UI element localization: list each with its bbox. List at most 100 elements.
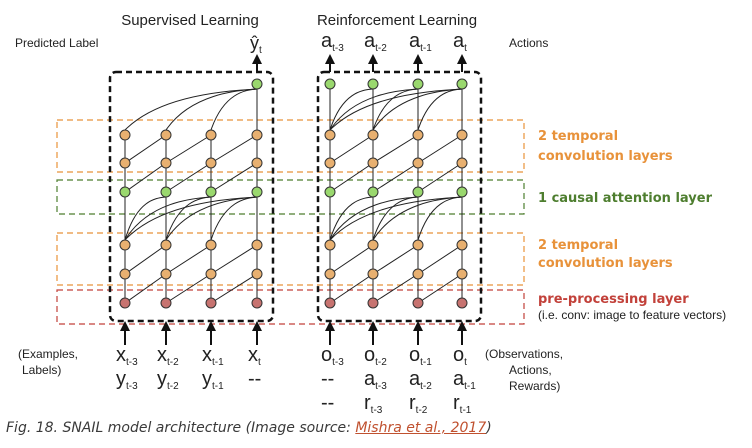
- network-edges: [124, 84, 463, 304]
- rl-conv-node: [367, 268, 379, 280]
- rl-conv-node: [456, 239, 468, 251]
- supervised-input-symbol: yt-1: [202, 368, 224, 392]
- snail-diagram: Supervised Learning Reinforcement Learni…: [15, 12, 726, 416]
- rl-output-symbol-subscript: t-1: [420, 43, 432, 54]
- supervised-input-symbol: xt-2: [157, 344, 179, 368]
- rl-input-symbol-subscript: t-1: [464, 381, 476, 392]
- supervised-output-edge: [165, 88, 258, 131]
- supervised-conv-edge: [165, 273, 212, 304]
- figure-caption: Fig. 18. SNAIL model architecture (Image…: [6, 420, 746, 436]
- rl-output-edge: [329, 88, 374, 131]
- supervised-input-symbol-base: y: [157, 368, 167, 390]
- rl-input-symbol: at-1: [453, 368, 476, 392]
- supervised-input-symbol-subscript: t-2: [167, 357, 179, 368]
- rl-input-symbol-subscript: t-2: [375, 357, 387, 368]
- rl-input-symbol-base: o: [409, 344, 420, 366]
- supervised-conv-node: [119, 157, 131, 169]
- supervised-attention-node: [205, 186, 217, 198]
- rl-conv-edge: [372, 134, 419, 164]
- rl-conv-node: [456, 157, 468, 169]
- band-label-attention: 1 causal attention layer: [538, 191, 713, 206]
- rl-conv-node: [367, 129, 379, 141]
- supervised-attention-edge: [165, 196, 212, 241]
- observations-label-line2: Actions,: [509, 363, 552, 377]
- supervised-conv-node: [160, 129, 172, 141]
- band-label-preprocessing: pre-processing layer: [538, 292, 689, 307]
- rl-output-symbol: at-2: [364, 30, 387, 54]
- rl-input-symbol-base: a: [409, 368, 421, 390]
- rl-output-edge: [417, 88, 463, 131]
- supervised-input-symbol: xt-1: [202, 344, 224, 368]
- band-conv-bottom: [56, 232, 525, 286]
- rl-conv-edge: [417, 162, 463, 193]
- caption-suffix: ): [486, 420, 492, 436]
- rl-attention-edge: [329, 196, 374, 241]
- rl-output-symbol-subscript: t-2: [375, 43, 387, 54]
- rl-input-symbol-base: r: [409, 392, 416, 414]
- supervised-conv-edge: [210, 244, 258, 275]
- supervised-input-symbol-base: x: [157, 344, 167, 366]
- network-nodes: [119, 78, 468, 309]
- rl-output-symbol-subscript: t: [464, 43, 467, 54]
- supervised-conv-node: [205, 239, 217, 251]
- supervised-input-symbol: yt-3: [116, 368, 138, 392]
- rl-output-symbol-subscript: t-3: [332, 43, 344, 54]
- rl-input-symbol: ot-1: [409, 344, 432, 368]
- supervised-attention-node: [251, 186, 263, 198]
- caption-source-link[interactable]: Mishra et al., 2017: [355, 420, 487, 436]
- rl-conv-edge: [417, 244, 463, 275]
- supervised-conv-node: [160, 268, 172, 280]
- rl-conv-node: [324, 268, 336, 280]
- supervised-output-edge: [210, 88, 258, 131]
- band-conv-top: [56, 119, 525, 173]
- rl-conv-node: [412, 239, 424, 251]
- supervised-conv-node: [251, 129, 263, 141]
- rl-conv-node: [412, 129, 424, 141]
- supervised-input-symbol: xt: [248, 344, 261, 368]
- rl-input-symbol-subscript: t-1: [420, 357, 432, 368]
- rl-output-symbol: at: [453, 30, 467, 54]
- caption-prefix: Fig. 18. SNAIL model architecture (Image…: [6, 420, 356, 436]
- rl-attention-edge: [372, 196, 419, 241]
- rl-conv-node: [324, 157, 336, 169]
- supervised-conv-node: [251, 157, 263, 169]
- rl-conv-node: [412, 268, 424, 280]
- rl-output-symbol-base: a: [321, 30, 333, 52]
- supervised-conv-node: [160, 239, 172, 251]
- rl-input-symbol-subscript: t-3: [375, 381, 387, 392]
- rl-conv-edge: [329, 244, 374, 275]
- rl-conv-node: [367, 157, 379, 169]
- supervised-attention-node: [160, 186, 172, 198]
- rl-output-symbol-base: a: [453, 30, 465, 52]
- rl-input-symbol-base: r: [364, 392, 371, 414]
- rl-input-symbol-base: a: [364, 368, 376, 390]
- supervised-input-symbol: xt-3: [116, 344, 138, 368]
- rl-input-symbol-subscript: t: [464, 357, 467, 368]
- rl-output-symbol-base: a: [364, 30, 376, 52]
- band-preprocessing: [56, 289, 525, 325]
- supervised-preprocess-node: [119, 297, 131, 309]
- supervised-output-symbol: ŷt: [250, 33, 262, 56]
- rl-output-symbol-base: a: [409, 30, 421, 52]
- supervised-conv-node: [205, 129, 217, 141]
- examples-label-line1: (Examples,: [18, 347, 78, 361]
- rl-conv-node: [324, 239, 336, 251]
- supervised-conv-node: [119, 239, 131, 251]
- supervised-conv-edge: [210, 162, 258, 193]
- band-label-conv-top-1: 2 temporal: [538, 129, 618, 144]
- rl-conv-edge: [372, 273, 419, 304]
- rl-output-edge: [372, 88, 419, 131]
- supervised-conv-node: [205, 268, 217, 280]
- rl-conv-edge: [372, 244, 419, 275]
- supervised-conv-edge: [124, 134, 167, 164]
- supervised-output-symbol-base: ŷ: [250, 33, 259, 53]
- supervised-attention-edge: [124, 196, 167, 241]
- rl-output-symbol: at-3: [321, 30, 344, 54]
- band-label-conv-top-2: convolution layers: [538, 149, 673, 164]
- io-arrows: [120, 54, 467, 345]
- rl-output-node: [456, 78, 468, 90]
- rl-input-symbol-subscript: t-1: [460, 405, 472, 416]
- rl-input-symbol-base: r: [453, 392, 460, 414]
- supervised-conv-node: [251, 239, 263, 251]
- supervised-conv-node: [119, 129, 131, 141]
